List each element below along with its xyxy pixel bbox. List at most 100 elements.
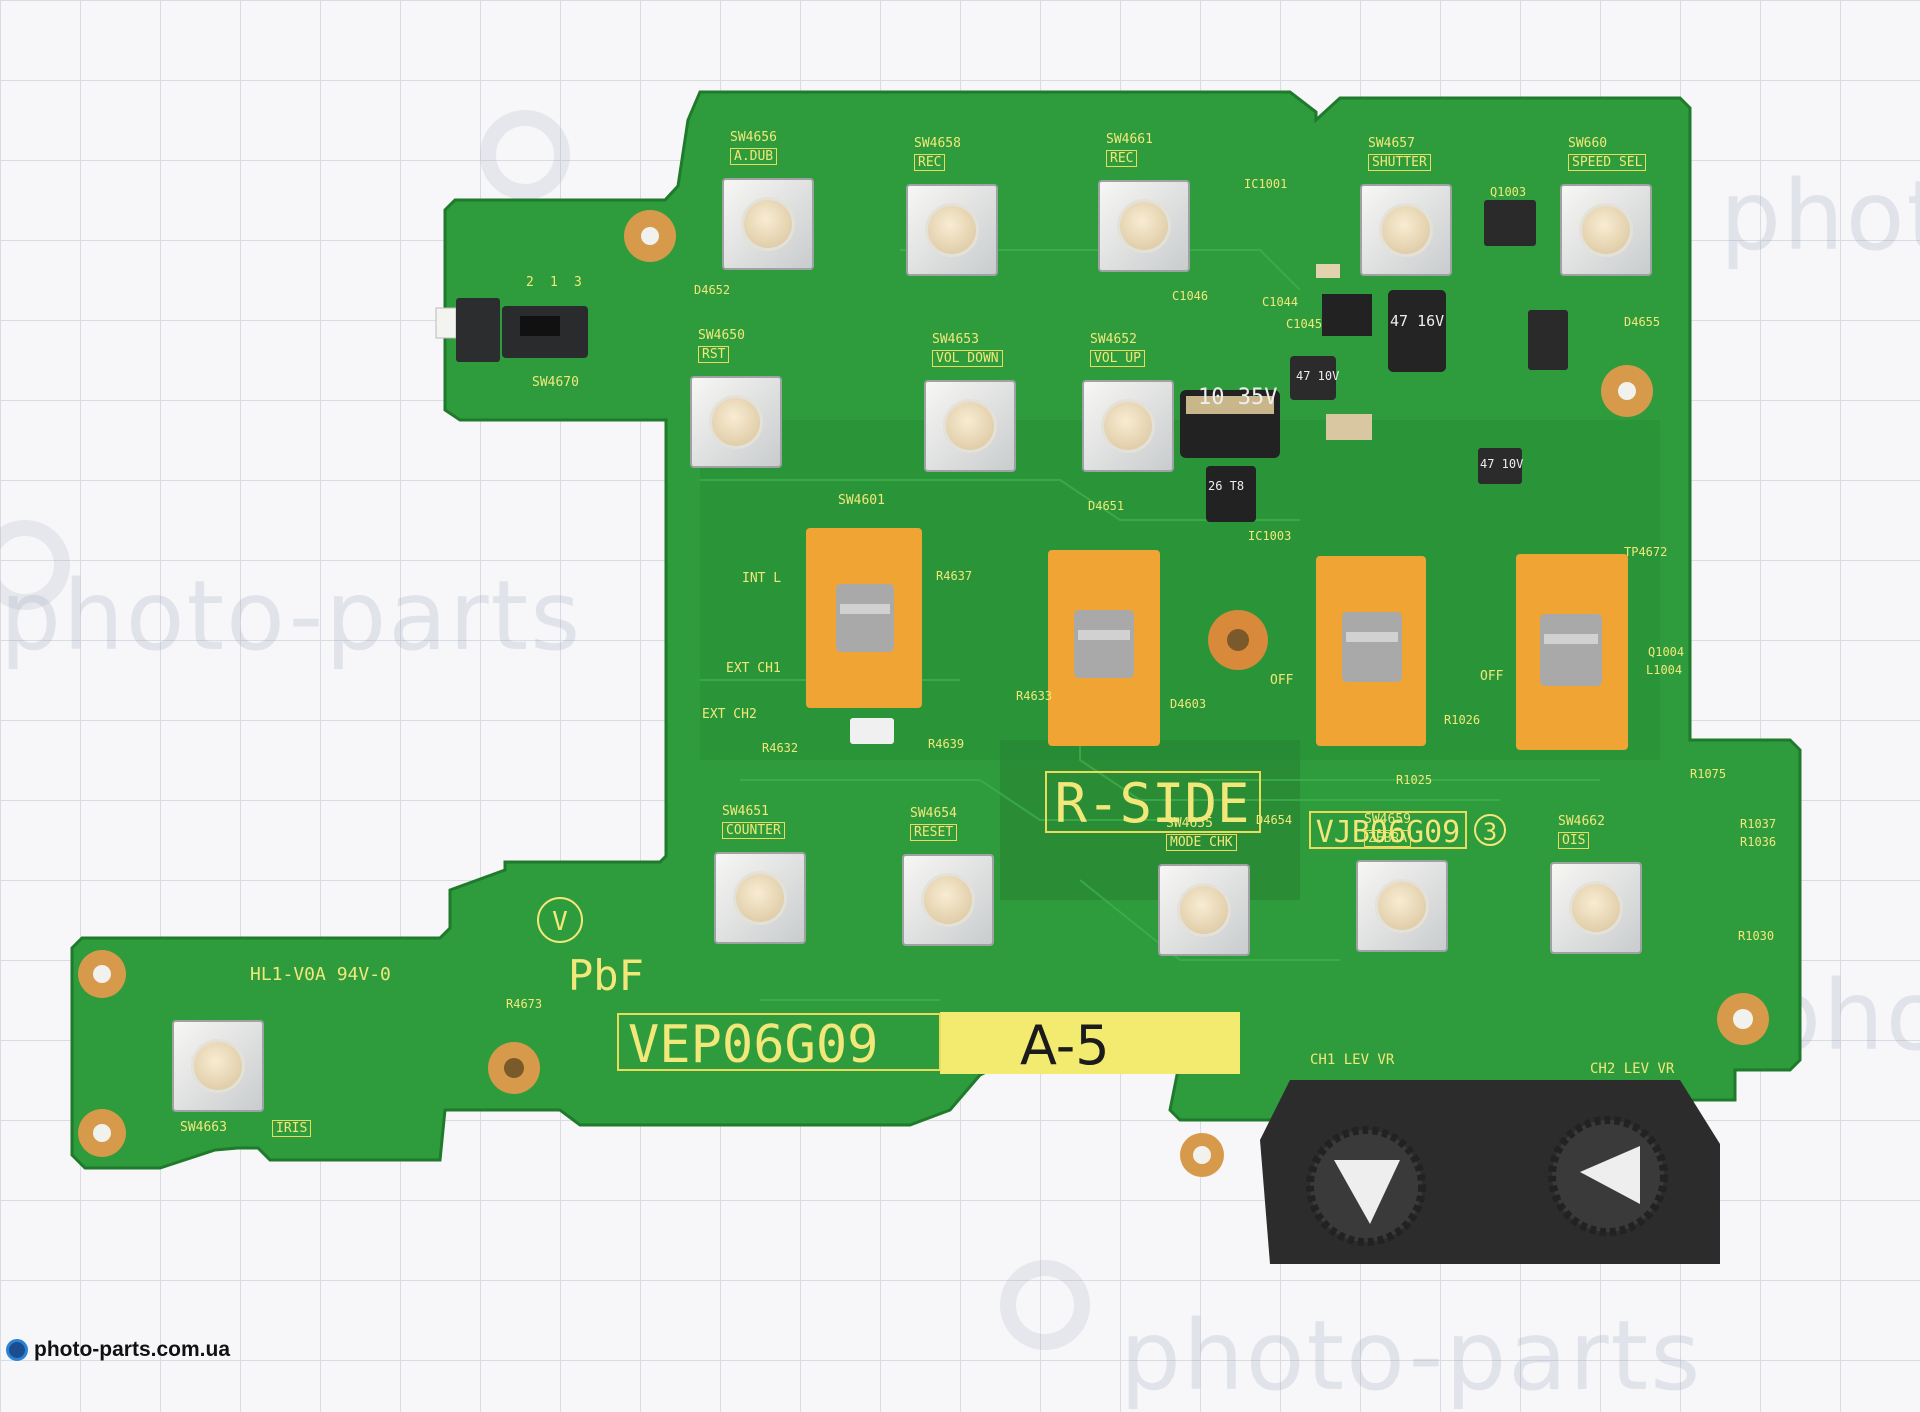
silk-ref: R1026: [1444, 713, 1480, 727]
button-cap: [1104, 402, 1152, 450]
ch2-vr-label: CH2 LEV VR: [1590, 1061, 1675, 1077]
button-frame: [924, 380, 1016, 472]
silk-ref: Q1003: [1490, 185, 1526, 199]
button-label: VOL UP: [1090, 350, 1145, 367]
button-ref: SW4652: [1090, 332, 1137, 347]
button-ref: SW4655: [1166, 816, 1213, 831]
button-label: REC: [1106, 150, 1138, 167]
tact-button-sw4663[interactable]: SW4663 IRIS: [172, 1020, 312, 1137]
ch1-vr-label: CH1 LEV VR: [1310, 1052, 1395, 1068]
svg-text:SW4670: SW4670: [532, 375, 579, 390]
button-ref: SW4663: [180, 1120, 227, 1135]
pcb-board: V R-SIDE VJB06G09 3 PbF VEP06G09 A-5 HL1…: [70, 90, 1802, 1264]
svg-text:SW4601: SW4601: [838, 493, 885, 508]
silk-ref: Q1004: [1648, 645, 1684, 659]
silk-ref: C1045: [1286, 317, 1322, 331]
slide-switch: [806, 528, 922, 744]
silk-ref: R4632: [762, 741, 798, 755]
site-logo-icon: [6, 1339, 28, 1361]
button-frame: [172, 1020, 264, 1112]
svg-text:V: V: [552, 907, 568, 937]
button-label: IRIS: [272, 1120, 312, 1137]
silk-ref: D4654: [1256, 813, 1292, 827]
button-cap: [736, 874, 784, 922]
svg-text:26 T8: 26 T8: [1208, 479, 1244, 493]
button-label: VOL DOWN: [932, 350, 1003, 367]
button-label: SPEED SEL: [1568, 154, 1647, 171]
button-ref: SW4662: [1558, 814, 1605, 829]
button-label: ZEBRA: [1364, 830, 1412, 847]
silk-refs: D4652D4655D4651D4603D4654R4673R4637R4633…: [506, 177, 1776, 1011]
site-label-text: photo-parts.com.ua: [34, 1338, 231, 1361]
silk-ref: C1044: [1262, 295, 1298, 309]
silk-ref: R4637: [936, 569, 972, 583]
level-vr-block: [1260, 1080, 1720, 1264]
svg-text:INT L: INT L: [742, 571, 781, 586]
silk-ref: IC1001: [1244, 177, 1287, 191]
button-label: RESET: [910, 824, 958, 841]
silk-ref: IC1003: [1248, 529, 1291, 543]
part-circle-label: 3: [1483, 818, 1497, 846]
silk-ref: R1036: [1740, 835, 1776, 849]
silk-ref: R4639: [928, 737, 964, 751]
button-label: REC: [914, 154, 946, 171]
rating-label: HL1-V0A 94V-0: [250, 964, 391, 985]
svg-text:3: 3: [574, 275, 582, 290]
button-ref: SW4651: [722, 804, 769, 819]
button-cap: [928, 206, 976, 254]
button-label: OIS: [1558, 832, 1590, 849]
svg-text:OFF: OFF: [1270, 673, 1294, 688]
watermark-text: photo-parts: [0, 560, 583, 672]
slide-switch-sw4670: [435, 298, 588, 362]
button-cap: [1120, 202, 1168, 250]
pbf-label: PbF: [568, 951, 644, 1000]
part-top-label: VJB06G09: [1316, 815, 1461, 850]
button-cap: [1582, 206, 1630, 254]
svg-text:1: 1: [550, 275, 558, 290]
button-label: COUNTER: [722, 822, 785, 839]
silk-ref: R1075: [1690, 767, 1726, 781]
button-ref: SW4658: [914, 136, 961, 151]
slide-switch: [1516, 554, 1628, 750]
silk-ref: C1046: [1172, 289, 1208, 303]
part-bottom-label: VEP06G09: [628, 1015, 878, 1075]
button-cap: [1180, 886, 1228, 934]
button-cap: [712, 398, 760, 446]
svg-text:EXT CH2: EXT CH2: [702, 707, 757, 722]
silk-ref: R1025: [1396, 773, 1432, 787]
button-ref: SW4653: [932, 332, 979, 347]
button-cap: [924, 876, 972, 924]
board-silk-labels: R-SIDE VJB06G09 3 PbF VEP06G09 A-5 HL1-V…: [250, 771, 1675, 1077]
slide-switch: [1316, 556, 1426, 746]
button-label: A.DUB: [730, 148, 778, 165]
site-label: photo-parts.com.ua: [6, 1336, 230, 1364]
photo-stage: photo photo-parts phot photo-parts: [0, 90, 1920, 1412]
silk-ref: R1037: [1740, 817, 1776, 831]
svg-text:47 10V: 47 10V: [1296, 369, 1339, 383]
button-label: MODE CHK: [1166, 834, 1237, 851]
main-label: R-SIDE: [1054, 772, 1249, 835]
silk-ref: D4652: [694, 283, 730, 297]
button-ref: SW4659: [1364, 812, 1411, 827]
button-cap: [1572, 884, 1620, 932]
slide-switches: [806, 528, 1628, 750]
silk-ref: L1004: [1646, 663, 1682, 677]
button-cap: [1382, 206, 1430, 254]
silk-ref: D4651: [1088, 499, 1124, 513]
slide-switch: [1048, 550, 1160, 746]
button-ref: SW660: [1568, 136, 1608, 151]
button-cap: [194, 1042, 242, 1090]
